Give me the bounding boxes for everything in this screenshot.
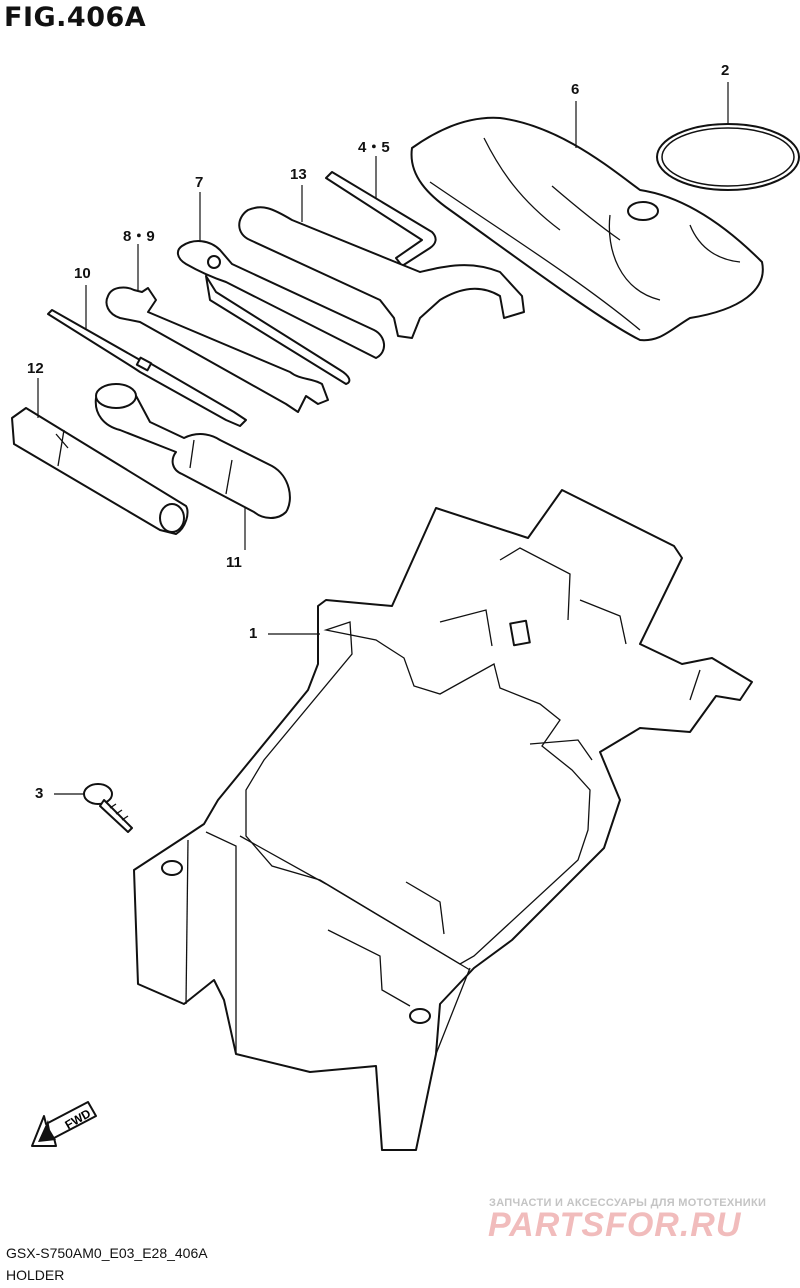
group-name: HOLDER: [6, 1267, 65, 1283]
callout-2: 2: [721, 62, 730, 79]
part-6-tool-bag[interactable]: [410, 116, 764, 342]
part-10-screwdriver[interactable]: [47, 309, 247, 427]
fwd-arrow-icon: FWD: [31, 1101, 97, 1147]
watermark-tagline: ЗАПЧАСТИ И АКСЕССУАРЫ ДЛЯ МОТОТЕХНИКИ: [489, 1197, 767, 1209]
callout-4-5: 4・5: [358, 139, 390, 156]
callout-3: 3: [35, 785, 44, 802]
callout-10: 10: [74, 265, 91, 282]
part-1-holder[interactable]: [133, 489, 753, 1151]
callout-13: 13: [290, 166, 307, 183]
callout-8-9: 8・9: [123, 228, 155, 245]
part-12-tube[interactable]: [11, 407, 189, 535]
part-7-pliers[interactable]: [176, 240, 385, 385]
model-code: GSX-S750AM0_E03_E28_406A: [6, 1245, 208, 1261]
callout-12: 12: [27, 360, 44, 377]
watermark-logo: PARTSFOR.RU: [488, 1206, 742, 1244]
part-3-screw[interactable]: [83, 783, 133, 833]
part-11-socket[interactable]: [94, 383, 291, 519]
figure-title: FIG.406A: [4, 2, 147, 33]
callout-1: 1: [249, 625, 258, 642]
part-8-9-wrench[interactable]: [105, 286, 329, 413]
callout-6: 6: [571, 81, 580, 98]
part-2-band[interactable]: [656, 123, 800, 191]
part-13-spanner[interactable]: [238, 206, 525, 339]
callout-7: 7: [195, 174, 204, 191]
callout-11: 11: [226, 554, 242, 571]
